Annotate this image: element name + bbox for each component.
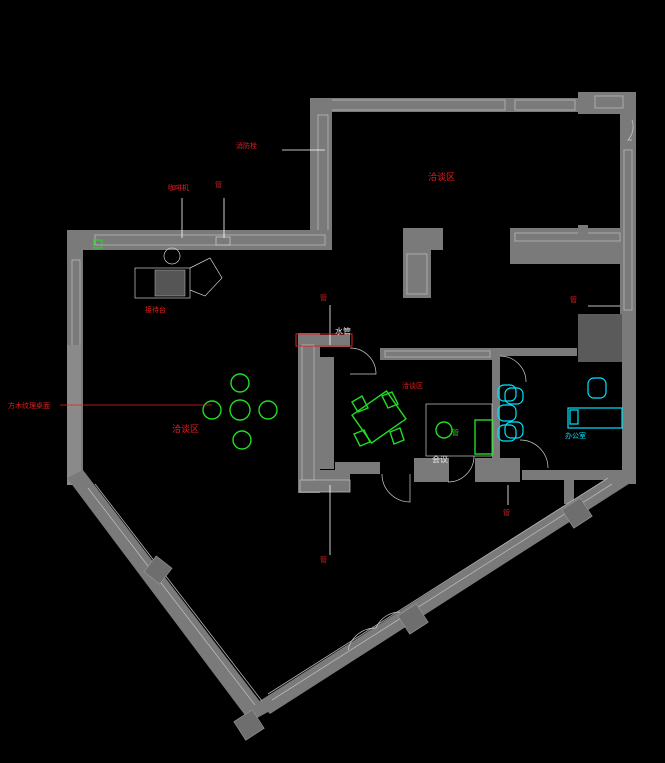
meeting-desk xyxy=(425,403,494,457)
label-pipe-top: 管 xyxy=(215,180,222,189)
label-fire-hydrant: 消防栓 xyxy=(236,141,257,150)
label-chair-mark: 管 xyxy=(452,428,459,437)
label-floor-water: 管 xyxy=(503,508,510,517)
label-water-hose: 水管 xyxy=(335,326,351,336)
outer-walls xyxy=(67,92,636,741)
round-table-set xyxy=(202,373,278,450)
label-negotiation-area: 洽谈区 xyxy=(172,423,199,435)
label-log-table: 方木纹理桌面 xyxy=(8,401,50,410)
label-study-area: 洽谈区 xyxy=(402,381,423,390)
annotation-leaders xyxy=(60,149,620,555)
label-meeting: 会议 xyxy=(432,454,448,464)
label-down-pipe: 管 xyxy=(320,555,327,564)
label-side-pipe: 管 xyxy=(570,295,577,304)
label-chair-tables: 洽谈区 xyxy=(428,171,455,183)
label-reception: 接待台 xyxy=(145,305,166,314)
negotiation-table xyxy=(351,390,407,447)
label-coffee-machine: 咖啡机 xyxy=(168,183,189,192)
label-upper-pipe: 管 xyxy=(320,293,327,302)
reception-desk xyxy=(93,236,231,299)
office-desk xyxy=(567,377,623,429)
doors xyxy=(349,119,634,503)
lounge-chairs xyxy=(497,384,524,442)
label-office: 办公室 xyxy=(565,431,586,440)
